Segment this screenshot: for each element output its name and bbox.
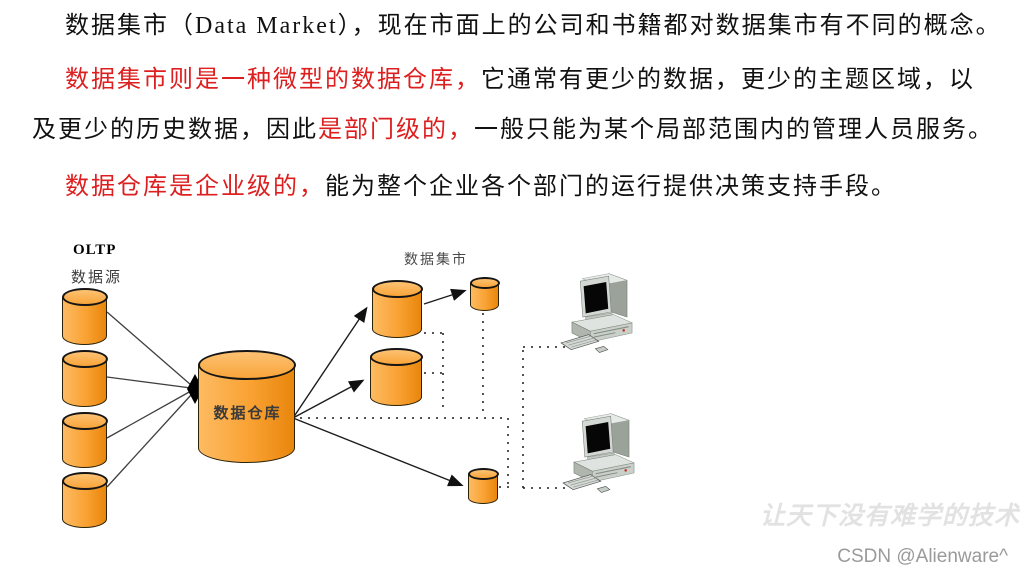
desktop-computer-icon [562, 413, 635, 494]
watermark-slogan: 让天下没有难学的技术 [760, 501, 1020, 530]
data-warehouse-label: 数据仓库 [213, 406, 282, 422]
dashed-client-connectors [300, 313, 568, 489]
datamart-line2-rest: 一般只能为某个局部范围内的管理人员服务。 [474, 117, 994, 143]
watermark-credit: CSDN @Alienware^ [837, 546, 1008, 567]
paragraph-warehouse: 数据仓库是企业级的，能为整个企业各个部门的运行提供决策支持手段。 [65, 174, 897, 202]
small-mart-cylinder-2 [467, 468, 499, 504]
data-warehouse-diagram: OLTP 数据源 数据集市 数据仓库 [0, 230, 700, 578]
small-mart-cylinder-1 [469, 277, 500, 311]
data-mart-label: 数据集市 [404, 253, 468, 268]
oltp-source-cylinder-4 [61, 472, 108, 528]
datamart-definition-highlight: 数据集市则是一种微型的数据仓库， [65, 67, 481, 93]
warehouse-to-mart-arrows [292, 288, 467, 487]
paragraph-intro-text: 数据集市（Data Market），现在市面上的公司和书籍都对数据集市有不同的概… [65, 13, 1002, 39]
paragraph-datamart-line2: 及更少的历史数据，因此是部门级的，一般只能为某个局部范围内的管理人员服务。 [32, 117, 994, 145]
data-mart-cylinder-2 [369, 348, 423, 406]
oltp-label: OLTP [73, 242, 117, 258]
source-to-warehouse-lines [106, 311, 192, 488]
data-mart-cylinder-1 [371, 280, 423, 338]
desktop-computer-icon [560, 273, 633, 354]
enterprise-level-highlight: 数据仓库是企业级的， [65, 174, 325, 200]
datamart-line2-start: 及更少的历史数据，因此 [32, 117, 318, 143]
oltp-source-cylinder-1 [61, 288, 108, 345]
paragraph-intro: 数据集市（Data Market），现在市面上的公司和书籍都对数据集市有不同的概… [65, 13, 1002, 41]
paragraph-datamart-line1: 数据集市则是一种微型的数据仓库，它通常有更少的数据，更少的主题区域，以 [65, 67, 975, 95]
data-source-label: 数据源 [71, 270, 123, 286]
oltp-source-cylinder-2 [61, 350, 108, 407]
datamart-line1-text: 它通常有更少的数据，更少的主题区域，以 [481, 67, 975, 93]
oltp-source-cylinder-3 [61, 412, 108, 468]
department-level-highlight: 是部门级的， [318, 117, 474, 143]
warehouse-line-text: 能为整个企业各个部门的运行提供决策支持手段。 [325, 174, 897, 200]
data-warehouse-cylinder [197, 350, 296, 463]
